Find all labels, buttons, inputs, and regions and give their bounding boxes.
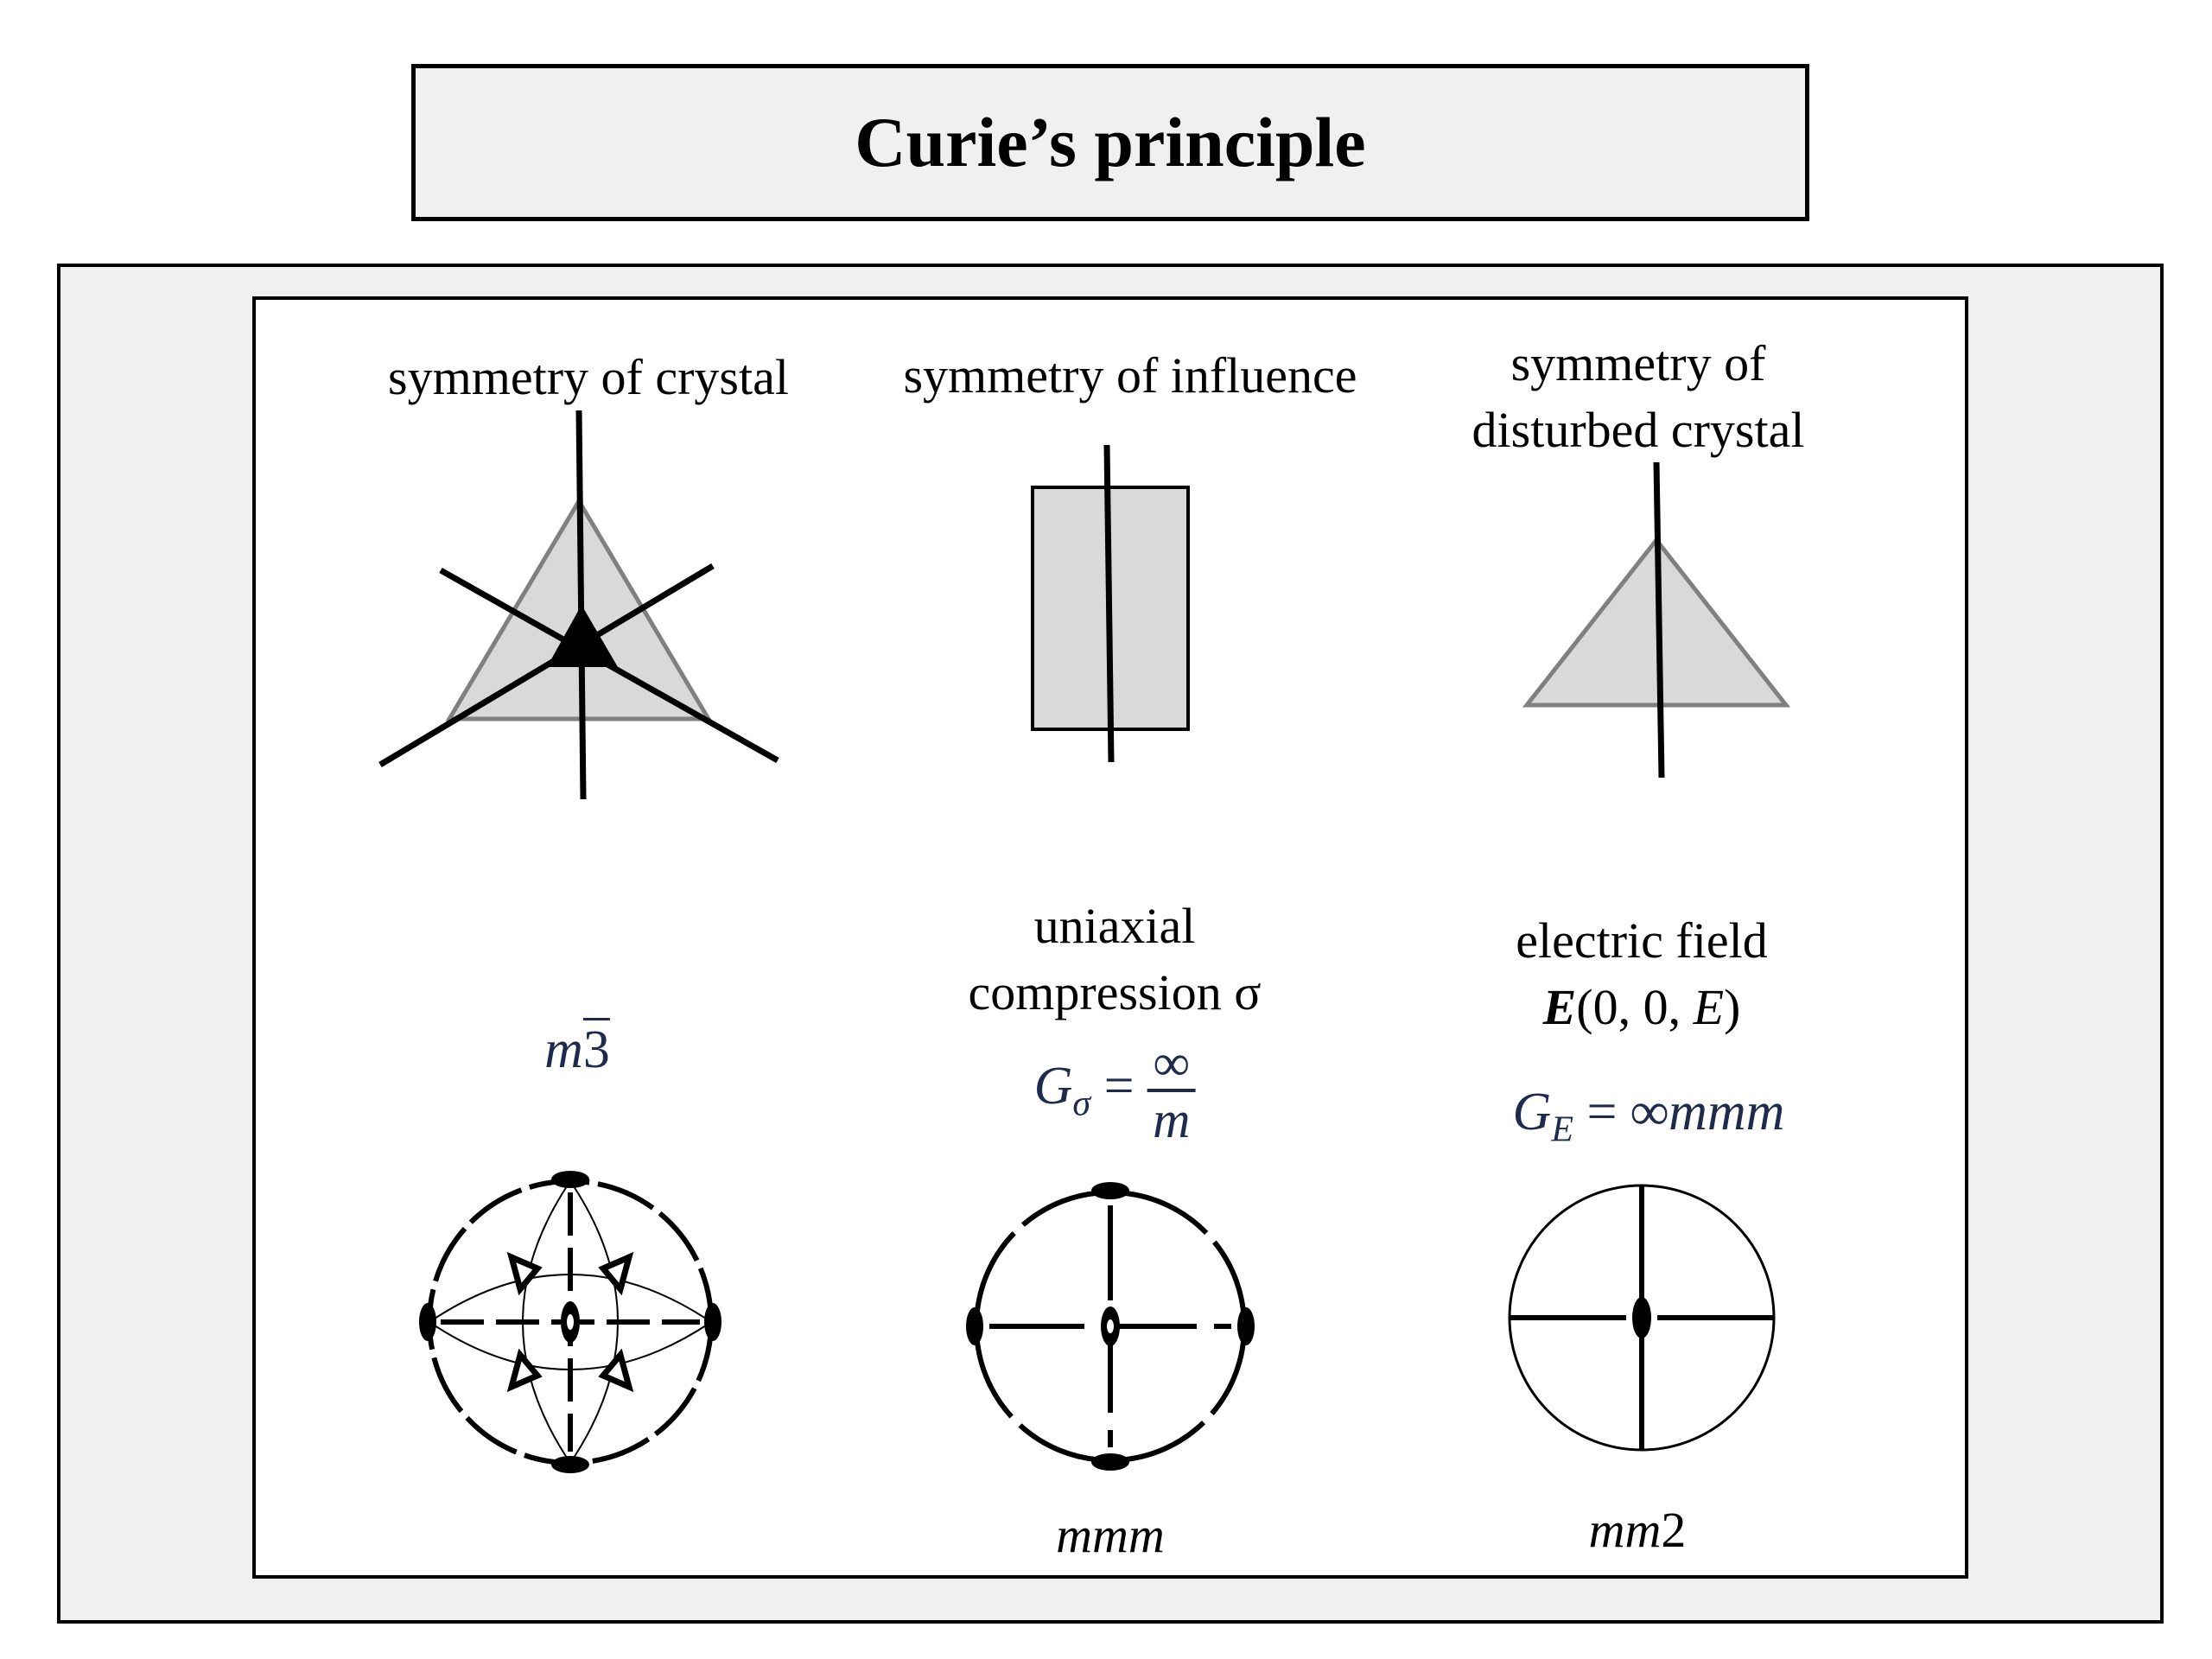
crystal-axis-left (378, 563, 715, 768)
crystal-triangle-figure (378, 410, 779, 800)
field-label-line1: electric field (1516, 912, 1768, 969)
influence-rectangle-figure (1031, 444, 1190, 763)
influence-group-g: G (1033, 1057, 1073, 1116)
disturbed-group-sub: E (1551, 1109, 1573, 1150)
stereogram-m3-triad-tl (506, 1251, 543, 1296)
title-box: Curie’s principle (411, 64, 1809, 221)
stereogram-m3-triad-bl (506, 1348, 543, 1393)
header-disturbed: symmetry of disturbed crystal (1472, 330, 1805, 463)
stereogram-m3-axis-bottom (551, 1456, 589, 1473)
field-args-close: ) (1724, 979, 1741, 1036)
field-label: electric field E(0, 0, E) (1516, 907, 1767, 1040)
influence-group-num: ∞ (1153, 1034, 1191, 1091)
influence-group-fraction: ∞m (1147, 1034, 1196, 1146)
influence-label-line2: compression σ (968, 964, 1262, 1021)
disturbed-group-eq: = (1586, 1083, 1618, 1141)
header-crystal-line1: symmetry of crystal (388, 349, 789, 405)
influence-axis (1103, 444, 1115, 763)
stereogram-mmm-axis-bottom (1091, 1453, 1129, 1471)
stereogram-mmm-axis-center-dot (1107, 1319, 1114, 1333)
influence-label-line1: uniaxial (1033, 898, 1196, 954)
header-influence: symmetry of influence (903, 342, 1357, 409)
disturbed-group-g: G (1512, 1083, 1552, 1141)
stereogram-mmm-axis-left (966, 1307, 983, 1345)
crystal-group-bar3: 3 (582, 1020, 610, 1079)
stereogram-mm2-label: mm2 (1589, 1497, 1687, 1563)
stereogram-mm2-label-digit: 2 (1661, 1502, 1687, 1558)
header-disturbed-line2: disturbed crystal (1471, 402, 1805, 459)
stereogram-m3-axis-right (704, 1303, 721, 1341)
influence-group-den: m (1147, 1089, 1196, 1146)
influence-group-sub: σ (1072, 1084, 1091, 1124)
field-label-line2: E(0, 0, E) (1516, 974, 1767, 1040)
header-disturbed-line1: symmetry of (1510, 335, 1766, 391)
stereogram-mm2-axis-center (1632, 1297, 1651, 1338)
header-influence-line1: symmetry of influence (903, 347, 1357, 404)
crystal-group-m: m (544, 1020, 583, 1079)
influence-group-symbol: Gσ = ∞m (1034, 1037, 1196, 1146)
page-title: Curie’s principle (855, 103, 1366, 181)
crystal-group-symbol: m3 (544, 1020, 610, 1081)
field-component: E (1693, 979, 1725, 1036)
field-args-open: (0, 0, (1576, 979, 1694, 1036)
stereogram-m3-axis-left (419, 1303, 436, 1341)
disturbed-axis (1653, 461, 1665, 779)
crystal-center-triangle (547, 605, 618, 667)
stereogram-mmm (966, 1182, 1255, 1471)
influence-label: uniaxial compression σ (969, 893, 1262, 1026)
disturbed-group-rest: ∞mmm (1630, 1083, 1785, 1141)
stereogram-mmm-axis-top (1091, 1182, 1129, 1199)
influence-group-eq: = (1103, 1057, 1135, 1116)
stereogram-mm2-label-letters: mm (1588, 1502, 1662, 1558)
stereogram-m3-axis-center-dot (567, 1314, 574, 1330)
stereogram-mmm-axis-right (1237, 1307, 1255, 1345)
disturbed-group-symbol: GE = ∞mmm (1513, 1082, 1785, 1150)
stereogram-mmm-label: mmm (1056, 1507, 1165, 1563)
disturbed-triangle-figure (1522, 461, 1791, 779)
stereogram-mm2 (1508, 1184, 1776, 1452)
header-crystal: symmetry of crystal (388, 344, 789, 410)
stereogram-m3-triad-tr (598, 1251, 634, 1296)
stereogram-m3-triad-br (598, 1348, 634, 1393)
stereogram-m3 (419, 1171, 721, 1473)
stereogram-m3-axis-top (551, 1171, 589, 1188)
crystal-axis-vertical (575, 410, 587, 800)
field-vector-symbol: E (1542, 979, 1577, 1036)
